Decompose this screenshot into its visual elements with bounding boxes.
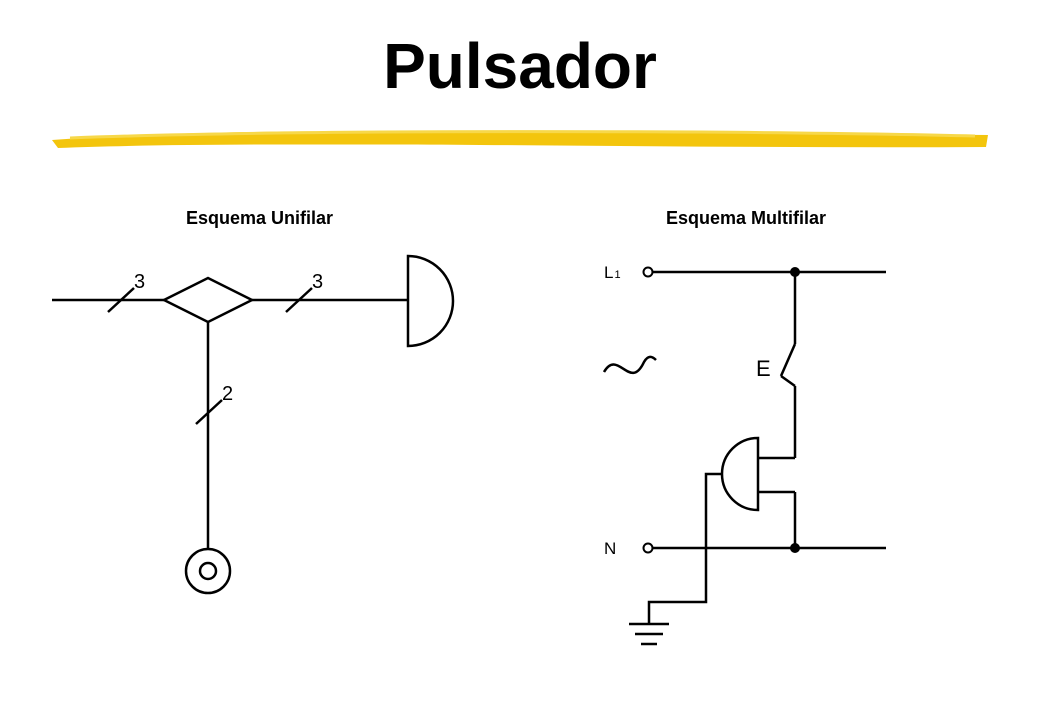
wire-count-label: 2 [222,383,233,405]
wire-count-label: 3 [312,271,323,293]
terminal-n [642,542,654,554]
ac-symbol [602,355,657,375]
underline-stroke [52,131,988,148]
node-n [790,543,800,553]
switch-contact [779,343,797,377]
page-title: Pulsador [383,30,657,102]
tick-mark-2 [195,399,223,425]
push-button-outer [184,547,232,595]
push-button-inner [198,561,218,581]
wire-count-label: 3 [134,271,145,293]
switch-label: E [756,356,771,381]
heading-unifilar: Esquema Unifilar [186,208,334,228]
switch-actuator [780,374,796,388]
junction-box-symbol [161,276,255,324]
neutral-label: N [604,539,616,558]
underline-stroke-highlight [69,130,976,140]
bell-symbol [406,254,455,348]
multifilar-diagram: L1 E N [602,263,886,646]
heading-multifilar: Esquema Multifilar [666,208,827,228]
unifilar-diagram: 3 3 2 [52,254,455,595]
tick-mark-3-left [107,287,135,313]
wire-ground [647,472,722,624]
bell-symbol [720,436,760,512]
title-underline [52,130,988,148]
tick-mark-3-right [285,287,313,313]
phase-label: L1 [604,263,621,282]
terminal-l1 [642,266,654,278]
